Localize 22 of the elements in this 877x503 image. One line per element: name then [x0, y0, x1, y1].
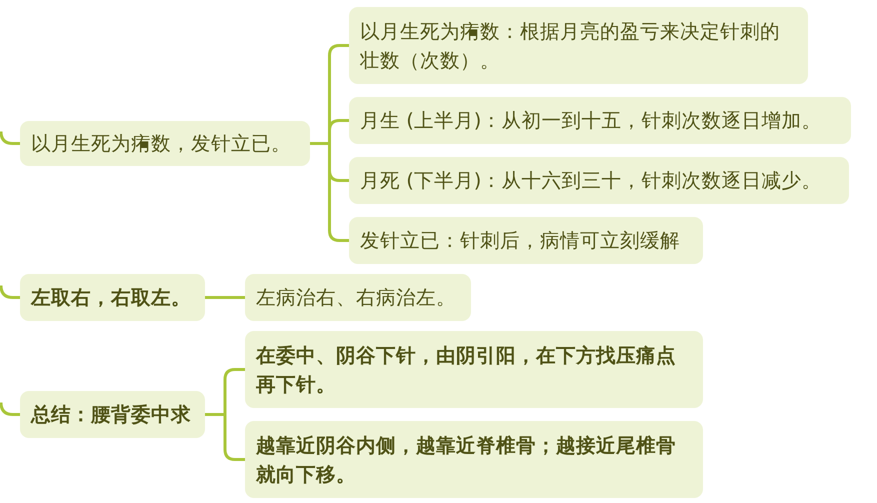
topic-box: [245, 331, 703, 408]
topic-text: 总结：腰背委中求: [31, 402, 191, 428]
topic-text: 左取右，右取左。: [31, 285, 191, 311]
topic-text: 发针立已：针刺后，病情可立刻缓解: [360, 228, 680, 254]
topic-box: [349, 97, 851, 144]
topic-text: 在委中、阴谷下针，由阴引阳，在下方找压痛点再下针。: [256, 342, 677, 398]
topic-box: [349, 7, 808, 84]
connector-line: [205, 413, 245, 461]
topic-box: [20, 391, 205, 438]
topic-box: [349, 157, 849, 204]
topic-text: 越靠近阴谷内侧，越靠近脊椎骨；越接近尾椎骨就向下移。: [256, 432, 677, 488]
connector-line: [205, 296, 245, 299]
topic-box: [245, 421, 703, 498]
topic-box: [20, 274, 205, 321]
topic-text: 左病治右、右病治左。: [256, 285, 456, 311]
topic-text: 月生 (上半月)：从初一到十五，针刺次数逐日增加。: [360, 108, 822, 134]
topic-box: [349, 217, 703, 264]
topic-text: 月死 (下半月)：从十六到三十，针刺次数逐日减少。: [360, 168, 822, 194]
topic-box: [245, 274, 471, 321]
topic-text: 以月生死为痏数：根据月亮的盈亏来决定针刺的壮数（次数）。: [360, 18, 781, 74]
topic-box: [20, 121, 310, 166]
topic-text: 以月生死为痏数，发针立已。: [31, 131, 291, 157]
